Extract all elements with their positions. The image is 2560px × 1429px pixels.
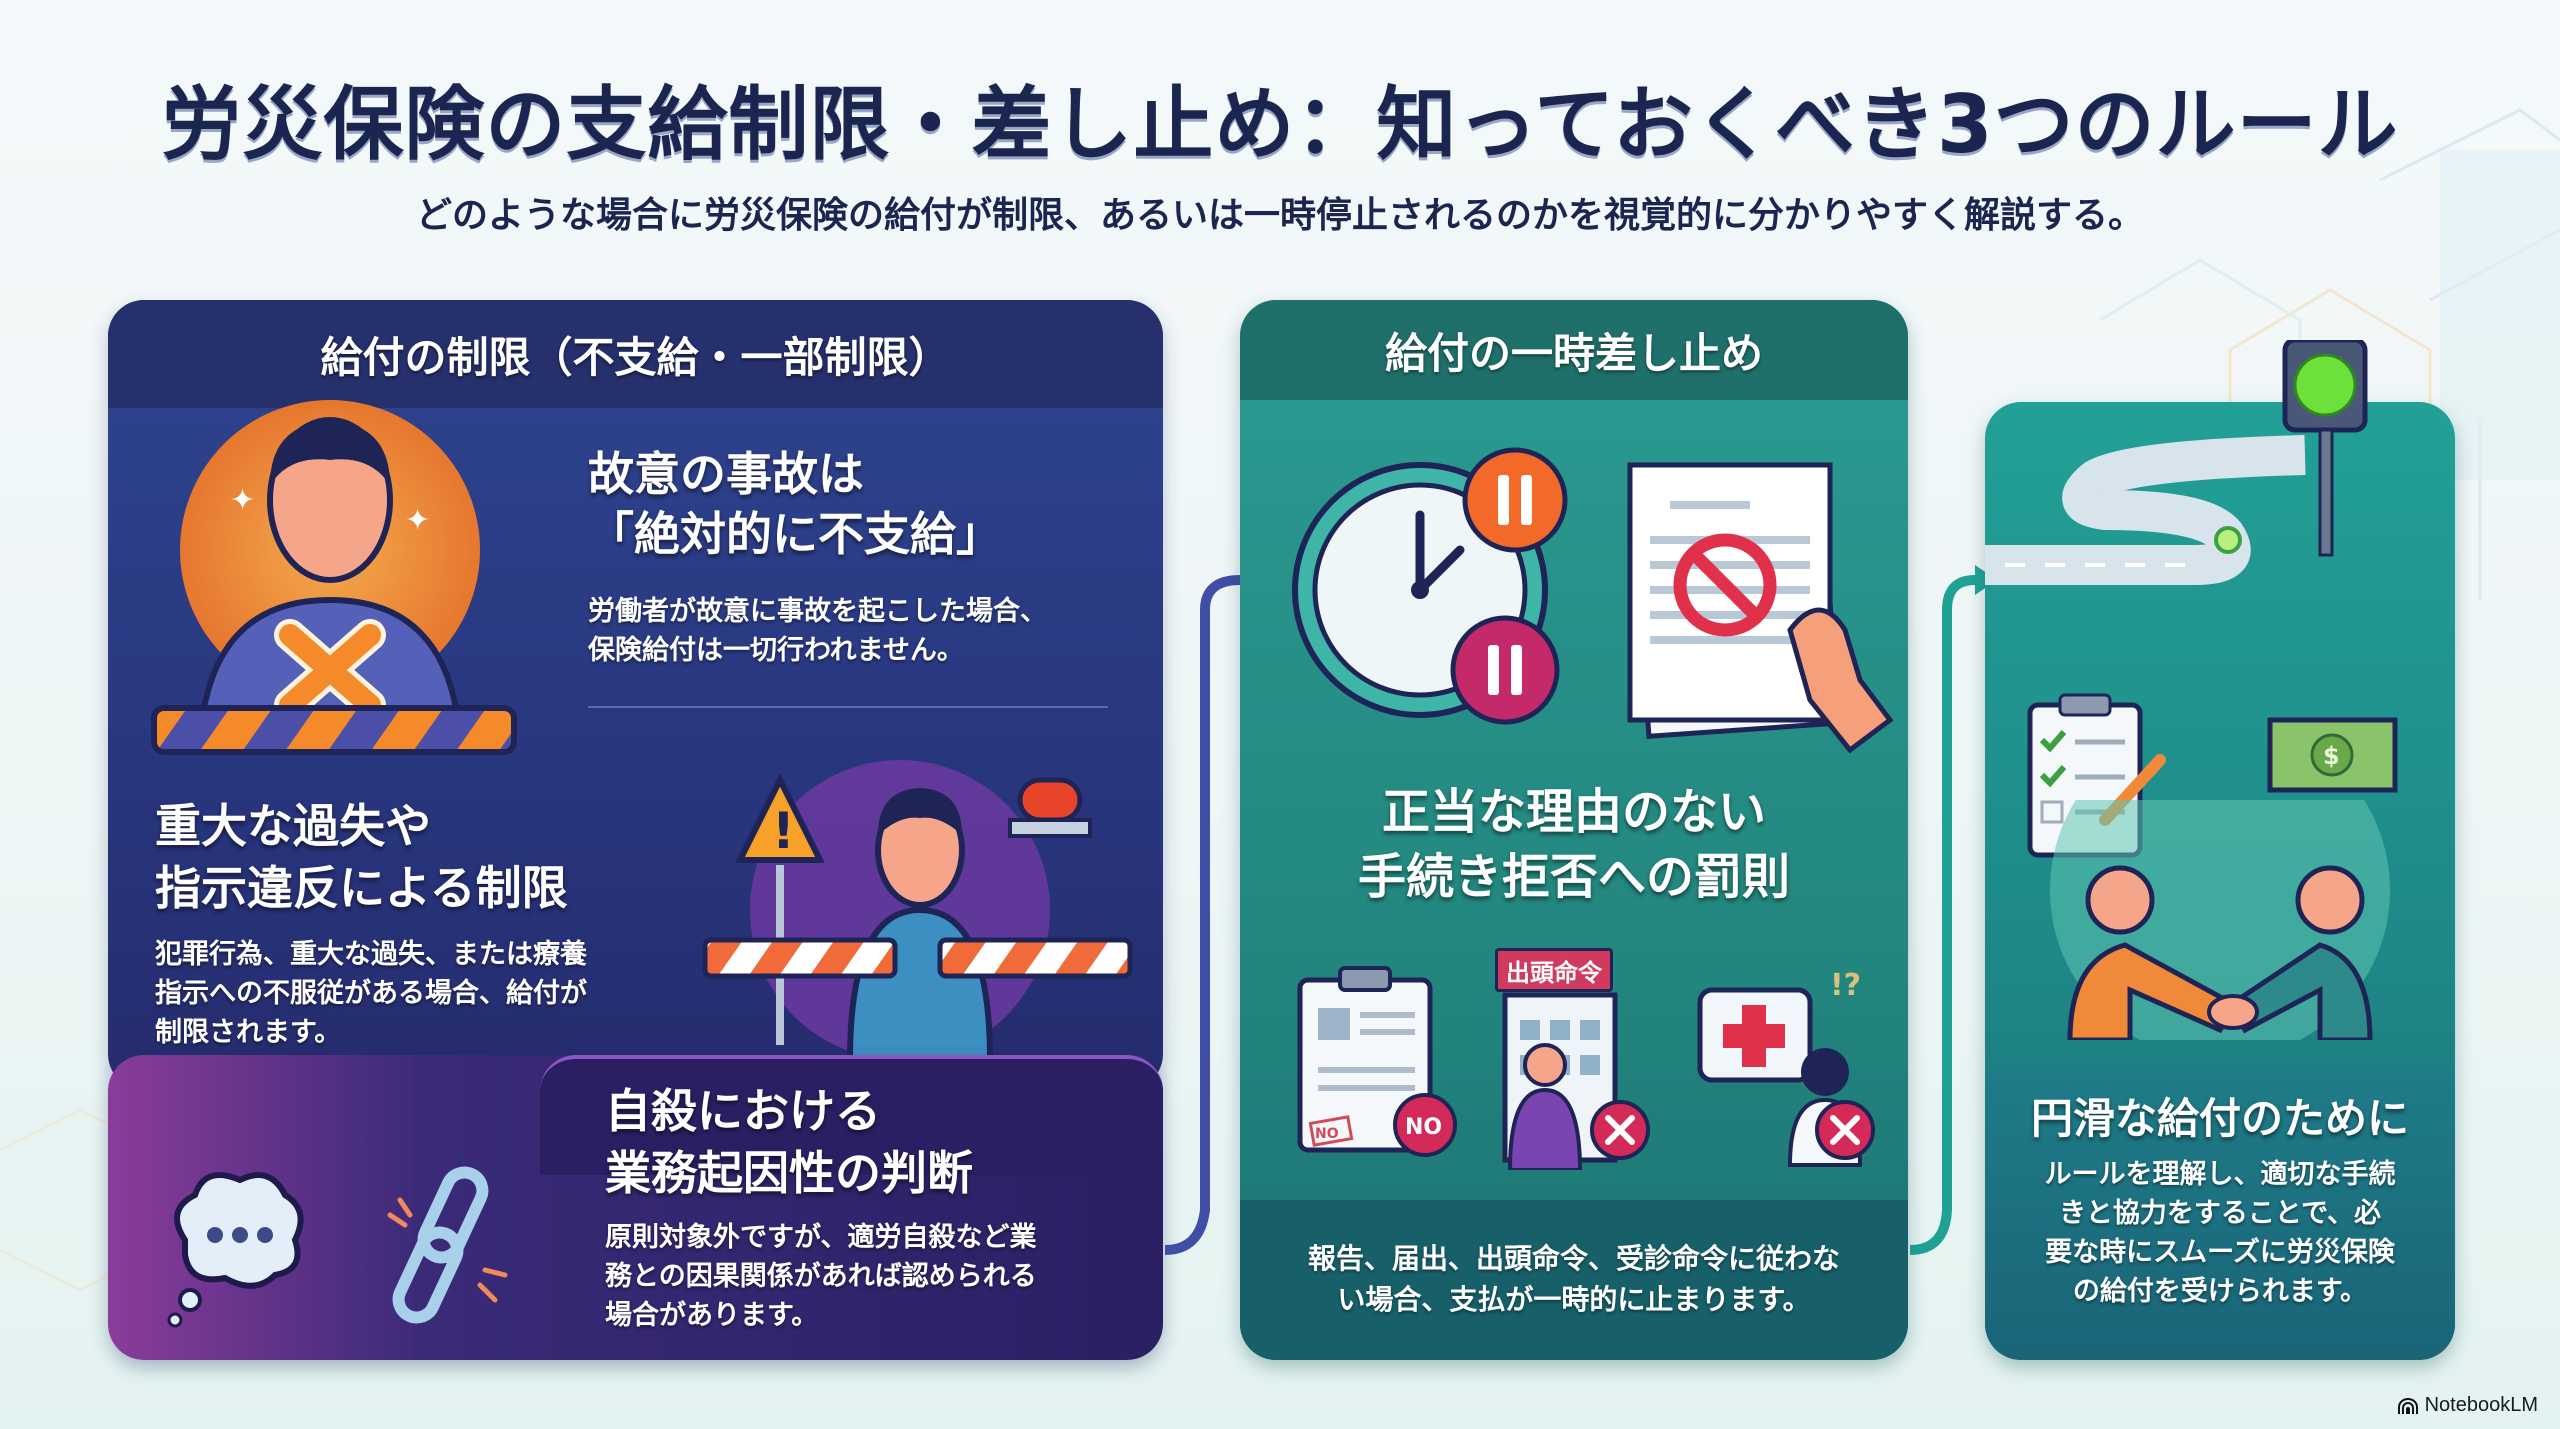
striped-barrier-icon — [151, 705, 517, 755]
gross-negligence-body: 犯罪行為、重大な過失、または療養 指示への不服従がある場合、給付が 制限されます… — [155, 939, 587, 1049]
handshake-icon — [2050, 800, 2390, 1040]
suicide-panel-tab — [540, 1055, 1163, 1175]
procedure-refusal-heading: 正当な理由のない 手続き拒否への罰則 — [1357, 784, 1790, 905]
svg-text:NO: NO — [1315, 1126, 1339, 1142]
summons-sign: 出頭命令 — [1495, 948, 1613, 992]
page-title: 労災保険の支給制限・差し止め：知っておくべき3つのルール — [161, 78, 2399, 171]
suicide-heading: 自殺における 業務起因性の判断 — [605, 1084, 973, 1201]
building-summons-icon — [1502, 992, 1650, 1170]
svg-text:NO: NO — [1405, 1115, 1442, 1140]
smooth-benefit-body: ルールを理解し、適切な手続 きと協力をすることで、必 要な時にスムーズに労災保険… — [2044, 1159, 2396, 1308]
page-subtitle: どのような場合に労災保険の給付が制限、あるいは一時停止されるのかを視覚的に分かり… — [415, 195, 2144, 236]
svg-text:$: $ — [2323, 742, 2340, 770]
suspension-panel: 給付の一時差し止め 報告、届出、出頭命令、受診命令に従わな い場合、支払が一時的… — [1240, 300, 1908, 1360]
section-divider — [588, 706, 1108, 708]
suspension-footer: 報告、届出、出頭命令、受診命令に従わな い場合、支払が一時的に止まります。 — [1240, 1200, 1908, 1360]
thought-bubble-icon — [167, 1172, 304, 1328]
notebooklm-logo-icon — [2397, 1397, 2418, 1414]
gross-negligence-heading: 重大な過失や 指示違反による制限 — [155, 799, 568, 916]
smooth-benefit-footer — [1985, 1070, 2455, 1360]
clock-pause-icon — [1292, 447, 1568, 725]
svg-text:!: ! — [772, 802, 795, 860]
broken-chain-icon — [387, 1166, 508, 1324]
notebooklm-branding: NotebookLM — [2397, 1394, 2538, 1417]
suicide-body: 原則対象外ですが、適労自殺など業 務との因果関係があれば認められる 場合がありま… — [605, 1222, 1037, 1332]
intentional-accident-body: 労働者が故意に事故を起こした場合、 保険給付は一切行われません。 — [588, 596, 1047, 667]
svg-text:✦: ✦ — [230, 483, 255, 518]
svg-text:!?: !? — [1830, 968, 1861, 1003]
money-icon: $ — [2267, 717, 2398, 793]
document-prohibited-icon — [1627, 462, 1894, 754]
suspension-panel-header: 給付の一時差し止め — [1240, 300, 1908, 400]
road-green-light-icon — [1985, 340, 2368, 585]
svg-text:✦: ✦ — [405, 503, 430, 538]
flow-arrow-2 — [1909, 565, 1995, 1255]
worker-warning-broken-barrier-icon: ! — [702, 760, 1133, 1060]
intentional-accident-heading: 故意の事故は 「絶対的に不支給」 — [588, 447, 1002, 561]
medical-refusal-icon: !? — [1697, 968, 1875, 1167]
clipboard-no-icon: NO NO — [1297, 966, 1457, 1157]
restriction-panel-header: 給付の制限（不支給・一部制限） — [108, 300, 1163, 408]
smooth-benefit-heading: 円滑な給付のために — [2030, 1094, 2409, 1143]
